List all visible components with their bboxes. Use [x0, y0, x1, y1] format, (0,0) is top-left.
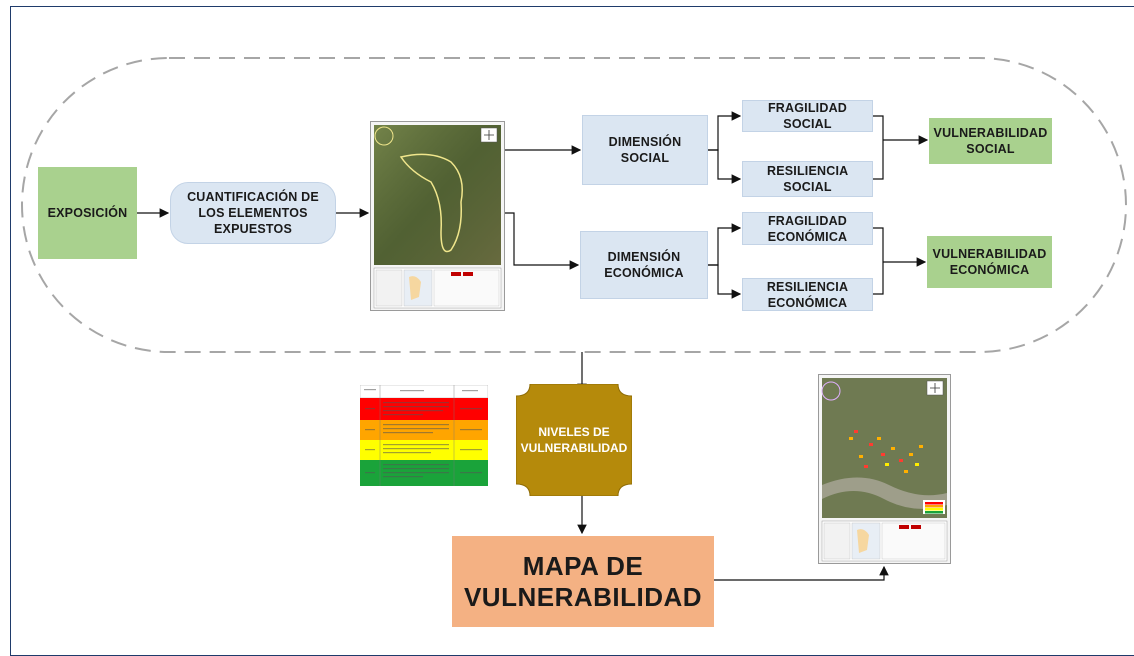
arrow-economica-resiliencia: [708, 264, 742, 299]
vulnerability-levels-table: [359, 384, 489, 487]
node-mapa-vulnerabilidad: MAPA DE VULNERABILIDAD: [452, 536, 714, 627]
node-exposicion: EXPOSICIÓN: [38, 167, 137, 259]
vulnerability-map-thumbnail: [818, 374, 951, 564]
arrow-economica-fragilidad: [708, 223, 742, 266]
node-vulnerabilidad-economica: VULNERABILIDAD ECONÓMICA: [927, 236, 1052, 288]
node-dimension-economica: DIMENSIÓN ECONÓMICA: [580, 231, 708, 299]
node-resiliencia-social: RESILIENCIA SOCIAL: [742, 161, 873, 197]
node-dimension-social: DIMENSIÓN SOCIAL: [582, 115, 708, 185]
node-niveles: NIVELES DE VULNERABILIDAD: [516, 384, 632, 496]
arrow-map-dim-economica: [505, 212, 580, 270]
arrow-social-fragilidad: [708, 111, 742, 151]
node-fragilidad-economica: FRAGILIDAD ECONÓMICA: [742, 212, 873, 245]
arrow-mapa-final-map: [714, 565, 889, 581]
node-fragilidad-social: FRAGILIDAD SOCIAL: [742, 100, 873, 132]
niveles-shape: [516, 384, 632, 496]
exposure-group-boundary: [21, 57, 1127, 353]
vulnerability-map-image: [821, 378, 948, 562]
node-vulnerabilidad-social: VULNERABILIDAD SOCIAL: [929, 118, 1052, 164]
exposure-map-image: [373, 125, 502, 309]
arrow-social-resiliencia: [708, 149, 742, 184]
levels-table-graphic: [359, 384, 489, 486]
node-cuantificacion: CUANTIFICACIÓN DE LOS ELEMENTOS EXPUESTO…: [170, 182, 336, 244]
arrow-to-vuln-social: [873, 115, 884, 140]
exposure-map-thumbnail: [370, 121, 505, 311]
node-resiliencia-economica: RESILIENCIA ECONÓMICA: [742, 278, 873, 311]
